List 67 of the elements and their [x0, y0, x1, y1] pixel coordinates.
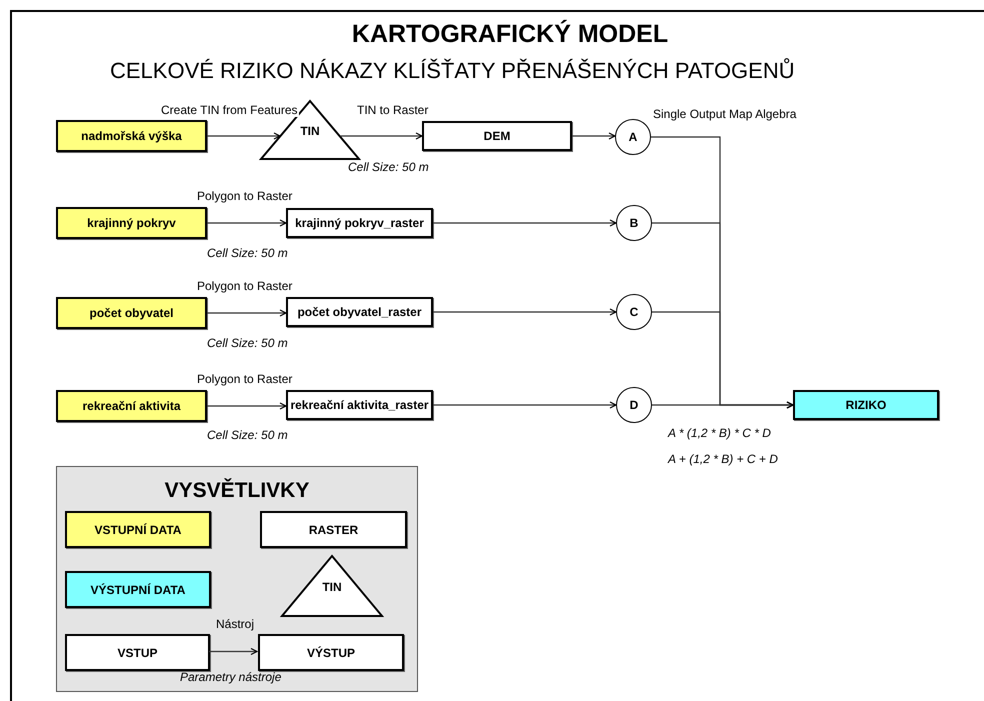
node-text: RASTER	[308, 522, 358, 536]
input-data-box	[56, 390, 207, 422]
node-text: nadmořská výška	[81, 129, 182, 143]
parameter-note: A * (1,2 * B) * C * D	[668, 426, 771, 440]
edge-label: Create TIN from Features	[160, 103, 298, 117]
connector-arrow	[433, 401, 617, 409]
variable-circle	[616, 205, 652, 241]
connector-arrow	[207, 402, 287, 410]
node-text: krajinný pokryv_raster	[295, 216, 424, 230]
parameter-note: Parametry nástroje	[180, 670, 282, 684]
connector-arrow	[572, 132, 616, 140]
node-text: C	[630, 305, 638, 319]
raster-box	[286, 390, 433, 420]
raster-box	[286, 297, 433, 327]
output-data-box	[65, 571, 211, 608]
node-text: počet obyvatel_raster	[297, 305, 422, 319]
node-text: D	[630, 398, 638, 412]
raster-box	[260, 511, 407, 548]
node-text: VÝSTUPNÍ DATA	[90, 582, 186, 596]
variable-circle	[616, 294, 652, 330]
connector-arrow	[207, 132, 281, 140]
parameter-note: Cell Size: 50 m	[207, 246, 288, 260]
node-text: B	[630, 216, 638, 230]
input-data-box	[56, 120, 207, 152]
connector-arrow	[209, 648, 258, 656]
node-text: DEM	[484, 129, 510, 143]
edge-label: Polygon to Raster	[196, 279, 294, 293]
parameter-note: Cell Size: 50 m	[207, 336, 288, 350]
input-data-box	[65, 511, 211, 548]
node-text: VSTUPNÍ DATA	[94, 522, 182, 536]
parameter-note: A + (1,2 * B) + C + D	[668, 452, 778, 466]
node-text: rekreační aktivita_raster	[290, 398, 429, 412]
connector-arrow	[207, 219, 287, 227]
connector-arrow	[433, 308, 617, 316]
node-text: počet obyvatel	[89, 306, 174, 320]
edge-label: TIN to Raster	[356, 103, 430, 117]
subtitle: CELKOVÉ RIZIKO NÁKAZY KLÍŠŤATY PŘENÁŠENÝCH PATOGENŮ	[110, 58, 795, 84]
legend-heading: VYSVĚTLIVKY	[164, 479, 310, 503]
connector-arrow	[207, 309, 287, 317]
parameter-note: Cell Size: 50 m	[207, 428, 288, 442]
output-data-box	[793, 390, 939, 420]
variable-circle	[616, 387, 652, 423]
diagram-title: KARTOGRAFICKÝ MODEL	[350, 20, 670, 49]
input-data-box	[56, 207, 207, 239]
parameter-note: Cell Size: 50 m	[348, 160, 429, 174]
node-text: TIN	[299, 124, 321, 138]
raster-box	[258, 634, 404, 671]
legend-panel	[56, 466, 418, 692]
raster-box	[422, 121, 572, 151]
raster-box	[286, 208, 433, 238]
node-text: VSTUP	[117, 646, 158, 660]
connector-arrow	[340, 132, 423, 140]
variable-circle	[615, 119, 651, 155]
connector-arrow	[433, 219, 617, 227]
input-data-box	[56, 297, 207, 329]
edge-label: Polygon to Raster	[196, 372, 294, 386]
connector-arrow	[652, 401, 794, 409]
edge-label: Nástroj	[215, 617, 256, 631]
edge-label: Polygon to Raster	[196, 189, 294, 203]
node-text: A	[628, 130, 638, 144]
node-text: RIZIKO	[846, 398, 886, 412]
node-text: krajinný pokryv	[87, 216, 176, 230]
node-text: VÝSTUP	[306, 646, 355, 660]
tool-label: Single Output Map Algebra	[653, 107, 796, 121]
raster-box	[65, 634, 210, 671]
node-text: TIN	[321, 580, 343, 594]
node-text: rekreační aktivita	[82, 399, 181, 413]
